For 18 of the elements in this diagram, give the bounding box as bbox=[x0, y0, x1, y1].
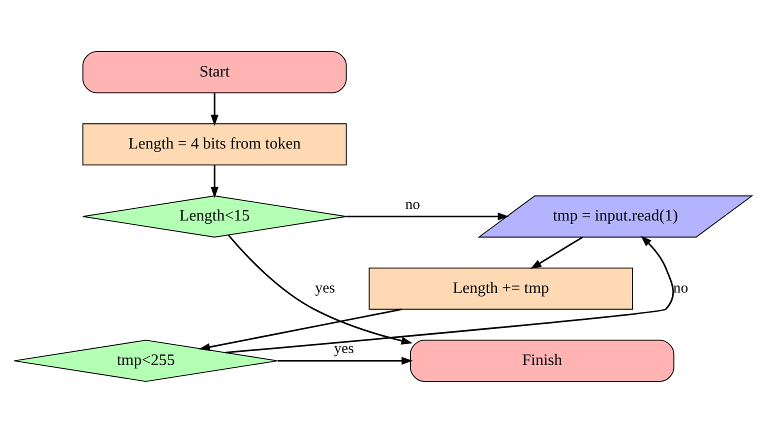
edge-label: yes bbox=[334, 340, 354, 357]
node-box: Length = 4 bits from token bbox=[82, 122, 346, 165]
arrow bbox=[225, 235, 674, 353]
arrow bbox=[530, 236, 583, 269]
node-box: Start bbox=[82, 50, 346, 93]
edge-label: no bbox=[672, 280, 688, 296]
node-diamond: tmp<255 bbox=[13, 339, 278, 382]
node-diamond: Length<15 bbox=[82, 194, 346, 238]
node-box: Finish bbox=[409, 339, 674, 382]
arrow bbox=[227, 234, 412, 344]
arrow bbox=[198, 308, 402, 350]
arrow bbox=[346, 212, 509, 220]
arrow bbox=[210, 164, 218, 198]
edge-label: no bbox=[404, 196, 420, 212]
node-box: Length += tmp bbox=[368, 267, 633, 310]
edge-label: yes bbox=[314, 280, 335, 296]
arrow bbox=[277, 356, 412, 364]
arrow bbox=[210, 92, 218, 126]
